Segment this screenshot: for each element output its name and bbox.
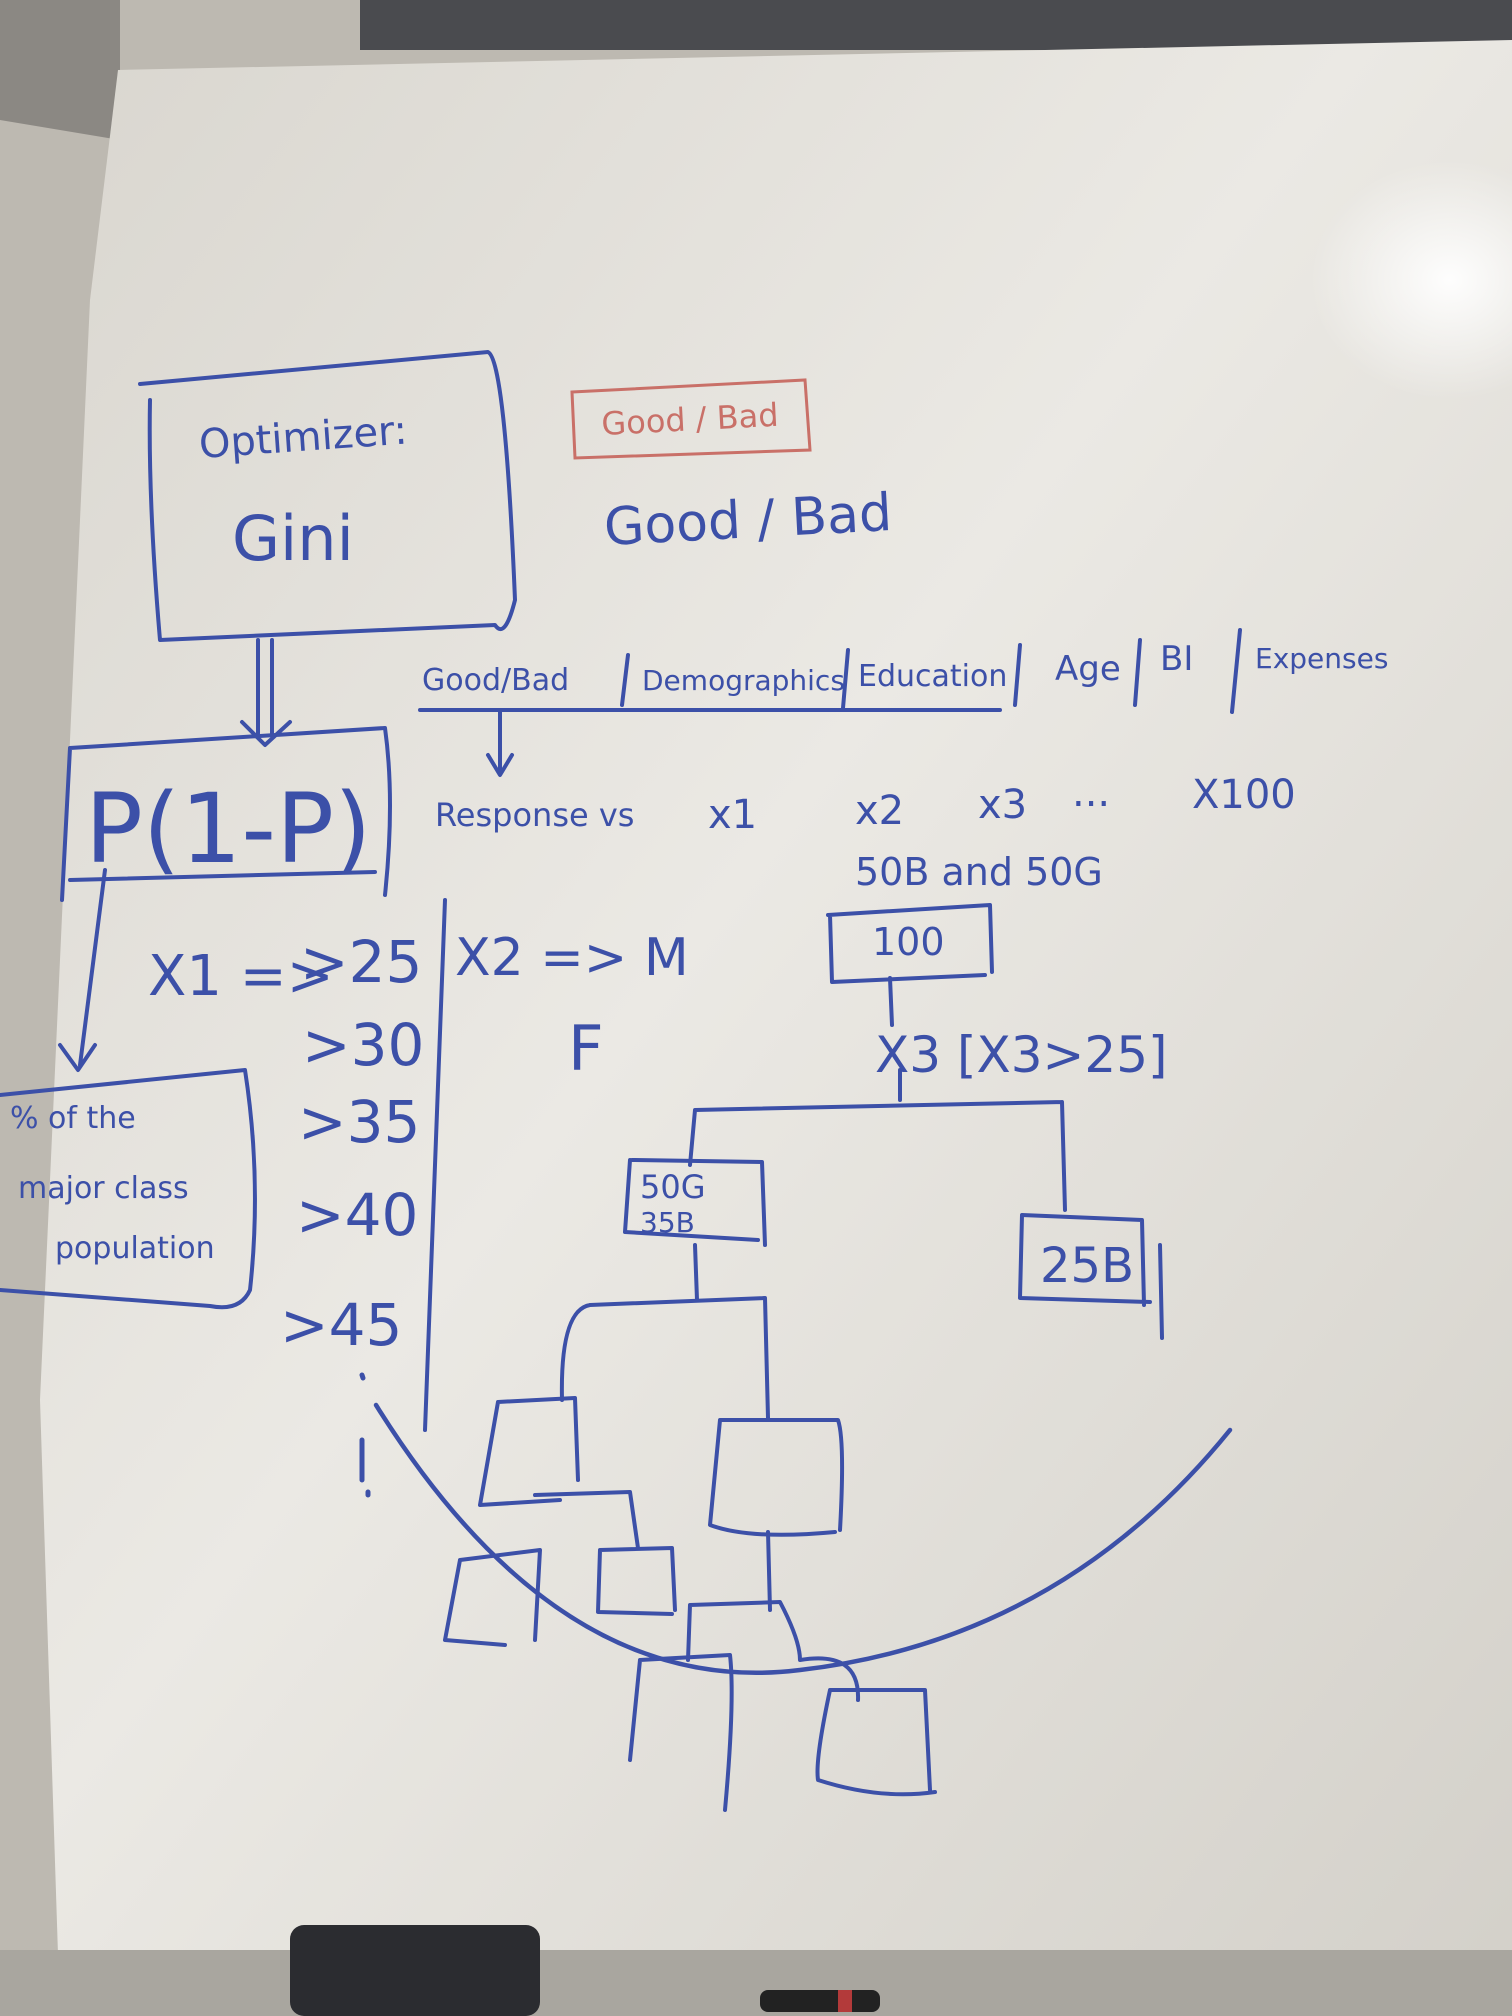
counts-note: 50B and 50G xyxy=(855,850,1103,894)
header-demographics: Demographics xyxy=(642,664,845,697)
right-node-box xyxy=(1018,1213,1164,1340)
response-label: Response vs xyxy=(435,796,634,834)
header-bi: BI xyxy=(1160,639,1193,679)
x2-label: X2 => M xyxy=(455,928,689,988)
optimizer-box xyxy=(138,350,517,642)
red-box-text: Good / Bad xyxy=(600,396,779,443)
header-age: Age xyxy=(1055,649,1121,689)
root-node-value: 100 xyxy=(872,920,945,964)
threshold-40: >40 xyxy=(296,1181,418,1249)
left-node-box xyxy=(623,1158,767,1247)
eraser xyxy=(290,1925,540,2016)
var-x1: x1 xyxy=(708,792,757,838)
light-glare xyxy=(1310,160,1512,400)
note-box xyxy=(0,1068,257,1310)
marker xyxy=(760,1990,880,2012)
header-good-bad: Good/Bad xyxy=(422,663,569,698)
gini-formula: P(1-P) xyxy=(85,773,371,885)
note-line-2: major class xyxy=(18,1171,189,1206)
left-node-line-1: 50G xyxy=(640,1168,706,1206)
subtree-arc xyxy=(373,1402,1233,1675)
header-education: Education xyxy=(858,659,1007,694)
root-node-box xyxy=(826,903,994,984)
threshold-45: >45 xyxy=(280,1291,402,1359)
var-x3: x3 xyxy=(978,782,1027,828)
x2-alt: F xyxy=(568,1012,604,1085)
var-x2: x2 xyxy=(855,788,904,834)
note-line-3: population xyxy=(55,1231,215,1266)
var-x100: X100 xyxy=(1192,772,1296,818)
right-node-value: 25B xyxy=(1040,1238,1134,1294)
split-label: X3 [X3>25] xyxy=(875,1026,1168,1084)
threshold-30: >30 xyxy=(302,1011,424,1079)
x1-label: X1 => xyxy=(148,944,334,1009)
header-expenses: Expenses xyxy=(1255,642,1388,675)
note-line-1: % of the xyxy=(10,1101,136,1136)
left-node-line-2: 35B xyxy=(640,1206,695,1239)
threshold-25: >25 xyxy=(300,928,422,996)
whiteboard-surface xyxy=(40,40,1512,2016)
red-annotation-box xyxy=(570,378,812,460)
top-frame xyxy=(360,0,1512,50)
ellipsis: ... xyxy=(1072,770,1110,816)
threshold-35: >35 xyxy=(298,1088,420,1156)
gini-label: Gini xyxy=(232,502,354,575)
